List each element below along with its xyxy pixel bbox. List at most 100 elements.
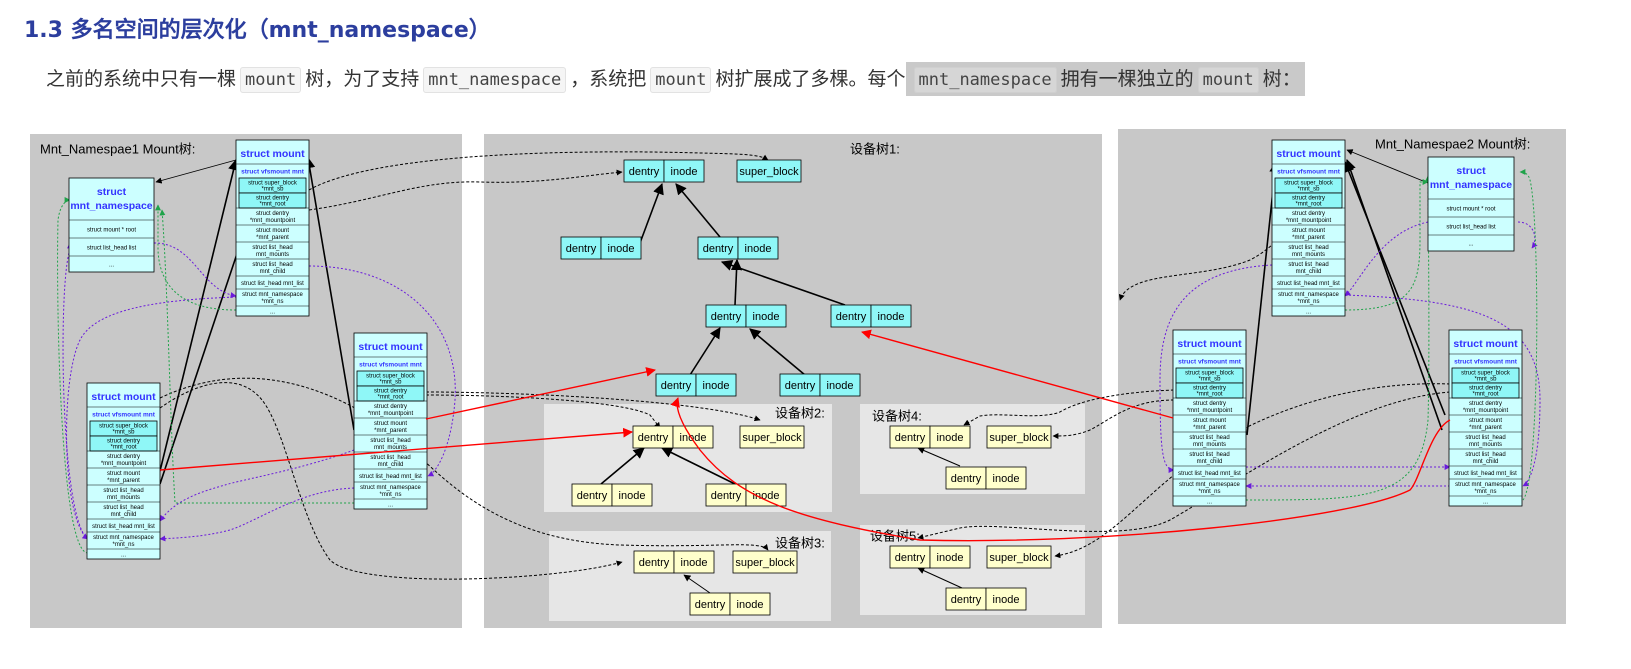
ns2-mount-left-field-7-b: *mnt_ns <box>1198 489 1220 495</box>
dotted-sb-a <box>308 151 769 191</box>
para-text-6: 树： <box>1262 68 1301 90</box>
tree1-node-c-inode-label: inode <box>753 311 780 323</box>
ns1-namespace-title-2: mnt_namespace <box>70 200 152 212</box>
ns2-mount-right-field-0-b: *mnt_sb <box>1474 377 1497 383</box>
ns1-mount-right-field-8-a: ... <box>388 503 393 509</box>
ns2-mount-right-field-8-a: ... <box>1483 500 1488 506</box>
ns1-mount-right-field-6-a: struct list_head mnt_list <box>359 474 422 480</box>
ns2-mount-top-field-0-a: struct super_block <box>1284 180 1334 186</box>
tree1-node-d-dentry-label: dentry <box>836 311 867 323</box>
tree1-root-inode-cell <box>663 159 705 183</box>
tree2-node-b-dentry-label: dentry <box>711 490 742 502</box>
ns2-mount-top-field-5-a: struct list_head <box>1288 262 1328 268</box>
tree1-root-dentry-label: dentry <box>629 166 660 178</box>
tree1-node-a-inode-cell <box>600 236 642 260</box>
ns2-mount-left-field-2-b: *mnt_mountpoint <box>1187 408 1233 414</box>
tree2-superblock <box>739 425 805 449</box>
tree1-edge-d <box>720 260 846 306</box>
tree5-node-inode-cell <box>985 587 1027 611</box>
connectors-layer <box>57 149 1541 594</box>
tree1-node-e-inode-cell <box>695 373 737 397</box>
code-mount-2: mount <box>650 67 712 93</box>
tree1-node-b-inode-label: inode <box>745 243 772 255</box>
para-text-1: 之前的系统中只有一棵 <box>46 68 237 90</box>
tree5-node-inode-label: inode <box>993 594 1020 606</box>
ns2-mount-left-field-8-a: ... <box>1207 500 1212 506</box>
ns2-root-line <box>1346 149 1429 184</box>
green-ns1-a <box>155 204 237 311</box>
ns2-mount-right-field-5-a: struct list_head <box>1465 452 1505 458</box>
ns2-mount-right-field-5-b: mnt_child <box>1473 459 1499 465</box>
dotted-ns2-b <box>1052 399 1175 439</box>
purple-ns1-mounts <box>308 265 456 477</box>
ns2-mount-right-field-7-b: *mnt_ns <box>1474 489 1496 495</box>
ns1-mount-right-field-0-a: struct super_block <box>366 373 416 379</box>
tree2-edge-b <box>660 447 736 485</box>
tree1-node-b-inode-cell <box>737 236 779 260</box>
ns2-mount-left-field-1-b: *mnt_root <box>1196 392 1222 398</box>
tree2-node-b-inode-cell <box>745 483 787 507</box>
ns2-mount-left-field-1-a: struct dentry <box>1193 385 1226 391</box>
red-mountpoint-a <box>425 367 656 420</box>
ns1-mount-left-field-3-b: *mnt_parent <box>107 478 140 484</box>
tree3-node-inode-label: inode <box>737 599 764 611</box>
ns1-mount-right-field-1-b: *mnt_root <box>377 395 403 401</box>
ns1-mount-right-field-5-a: struct list_head <box>370 455 410 461</box>
tree4-root-dentry-label: dentry <box>895 432 926 444</box>
ns1-mount-top-field-6-a: struct list_head mnt_list <box>241 281 304 287</box>
ns2-mount-left-box <box>1172 329 1247 507</box>
ns1-mount-right-field-1-a: struct dentry <box>374 388 407 394</box>
red-mountpoint-b <box>159 427 633 471</box>
ns2-mount-right-field-4-b: mnt_mounts <box>1469 442 1502 448</box>
ns1-mount-left-field-8-a: ... <box>121 553 126 559</box>
ns2-mount-left-field-5-a: struct list_head <box>1189 452 1229 458</box>
ns1-mount-left-field-4-b: mnt_mounts <box>107 495 140 501</box>
ns1-mount-left-field-1-b: *mnt_root <box>110 445 136 451</box>
ns1-mount-right-field-2-b: *mnt_mountpoint <box>368 411 414 417</box>
ns2-mount-top-field-3-a: struct mount <box>1292 228 1325 234</box>
tree5-edge <box>917 567 963 589</box>
ns1-namespace-box <box>68 177 155 273</box>
ns2-mount-left-field-4-a: struct list_head <box>1189 435 1229 441</box>
ns1-mount-left-field-7-a: struct mnt_namespace <box>93 535 154 541</box>
ns1-mount-top-title: struct mount <box>240 148 305 160</box>
purple-ns2-list <box>1344 221 1429 297</box>
ns1-mount-left-field-7-b: *mnt_ns <box>112 542 134 548</box>
ns1-mount-top-field-0-b: *mnt_sb <box>261 187 284 193</box>
ns2-mount-left-title: struct mount <box>1177 338 1242 350</box>
ns2-mount-right-vfsmount: struct vfsmount mnt <box>1454 359 1518 366</box>
dotted-sb-c <box>159 377 769 551</box>
tree2-node-b-inode-label: inode <box>753 490 780 502</box>
ns1-mount-left-box <box>86 382 161 560</box>
purple-ns2-mntlist <box>1344 294 1541 487</box>
tree3-superblock <box>732 550 798 574</box>
ns2-mount-top-field-7-a: struct mnt_namespace <box>1278 292 1339 298</box>
device-tree4-label: 设备树4: <box>872 408 922 423</box>
ns1-mount-left-field-2-a: struct dentry <box>107 454 140 460</box>
ns1-mount-left-field-0-a: struct super_block <box>99 423 149 429</box>
purple-ns1-child <box>159 449 355 522</box>
para-text-4: 树扩展成了多棵。每个 <box>715 68 906 90</box>
code-mount-1: mount <box>240 67 302 93</box>
tree4-edge <box>917 447 961 467</box>
tree2-node-a-inode-cell <box>611 483 653 507</box>
ns1-mount-top-field-7-b: *mnt_ns <box>261 299 283 305</box>
ns2-mount-top-field-8-a: ... <box>1306 310 1311 316</box>
tree1-node-d-inode-label: inode <box>878 311 905 323</box>
tree5-node-dentry-label: dentry <box>951 594 982 606</box>
ns1-mount-top-field-3-a: struct mount <box>256 228 289 234</box>
tree5-root-inode-label: inode <box>937 552 964 564</box>
tree3-edge <box>683 574 711 594</box>
ns2-namespace-field-2: ... <box>1468 242 1473 248</box>
ns1-namespace-title-1: struct <box>97 186 127 198</box>
ns2-namespace-box <box>1427 156 1515 252</box>
ns1-mount-right-vfsmount: struct vfsmount mnt <box>359 362 423 369</box>
ns1-parent-line-c <box>304 156 355 431</box>
tree1-node-e-dentry-label: dentry <box>661 380 692 392</box>
ns1-mount-left-field-3-a: struct mount <box>107 471 140 477</box>
ns1-mount-right-field-5-b: mnt_child <box>378 462 404 468</box>
ns2-mount-right-box <box>1448 329 1523 507</box>
ns1-mount-left-vfsmount: struct vfsmount mnt <box>92 412 156 419</box>
ns2-mount-top-vfsmount: struct vfsmount mnt <box>1277 169 1341 176</box>
